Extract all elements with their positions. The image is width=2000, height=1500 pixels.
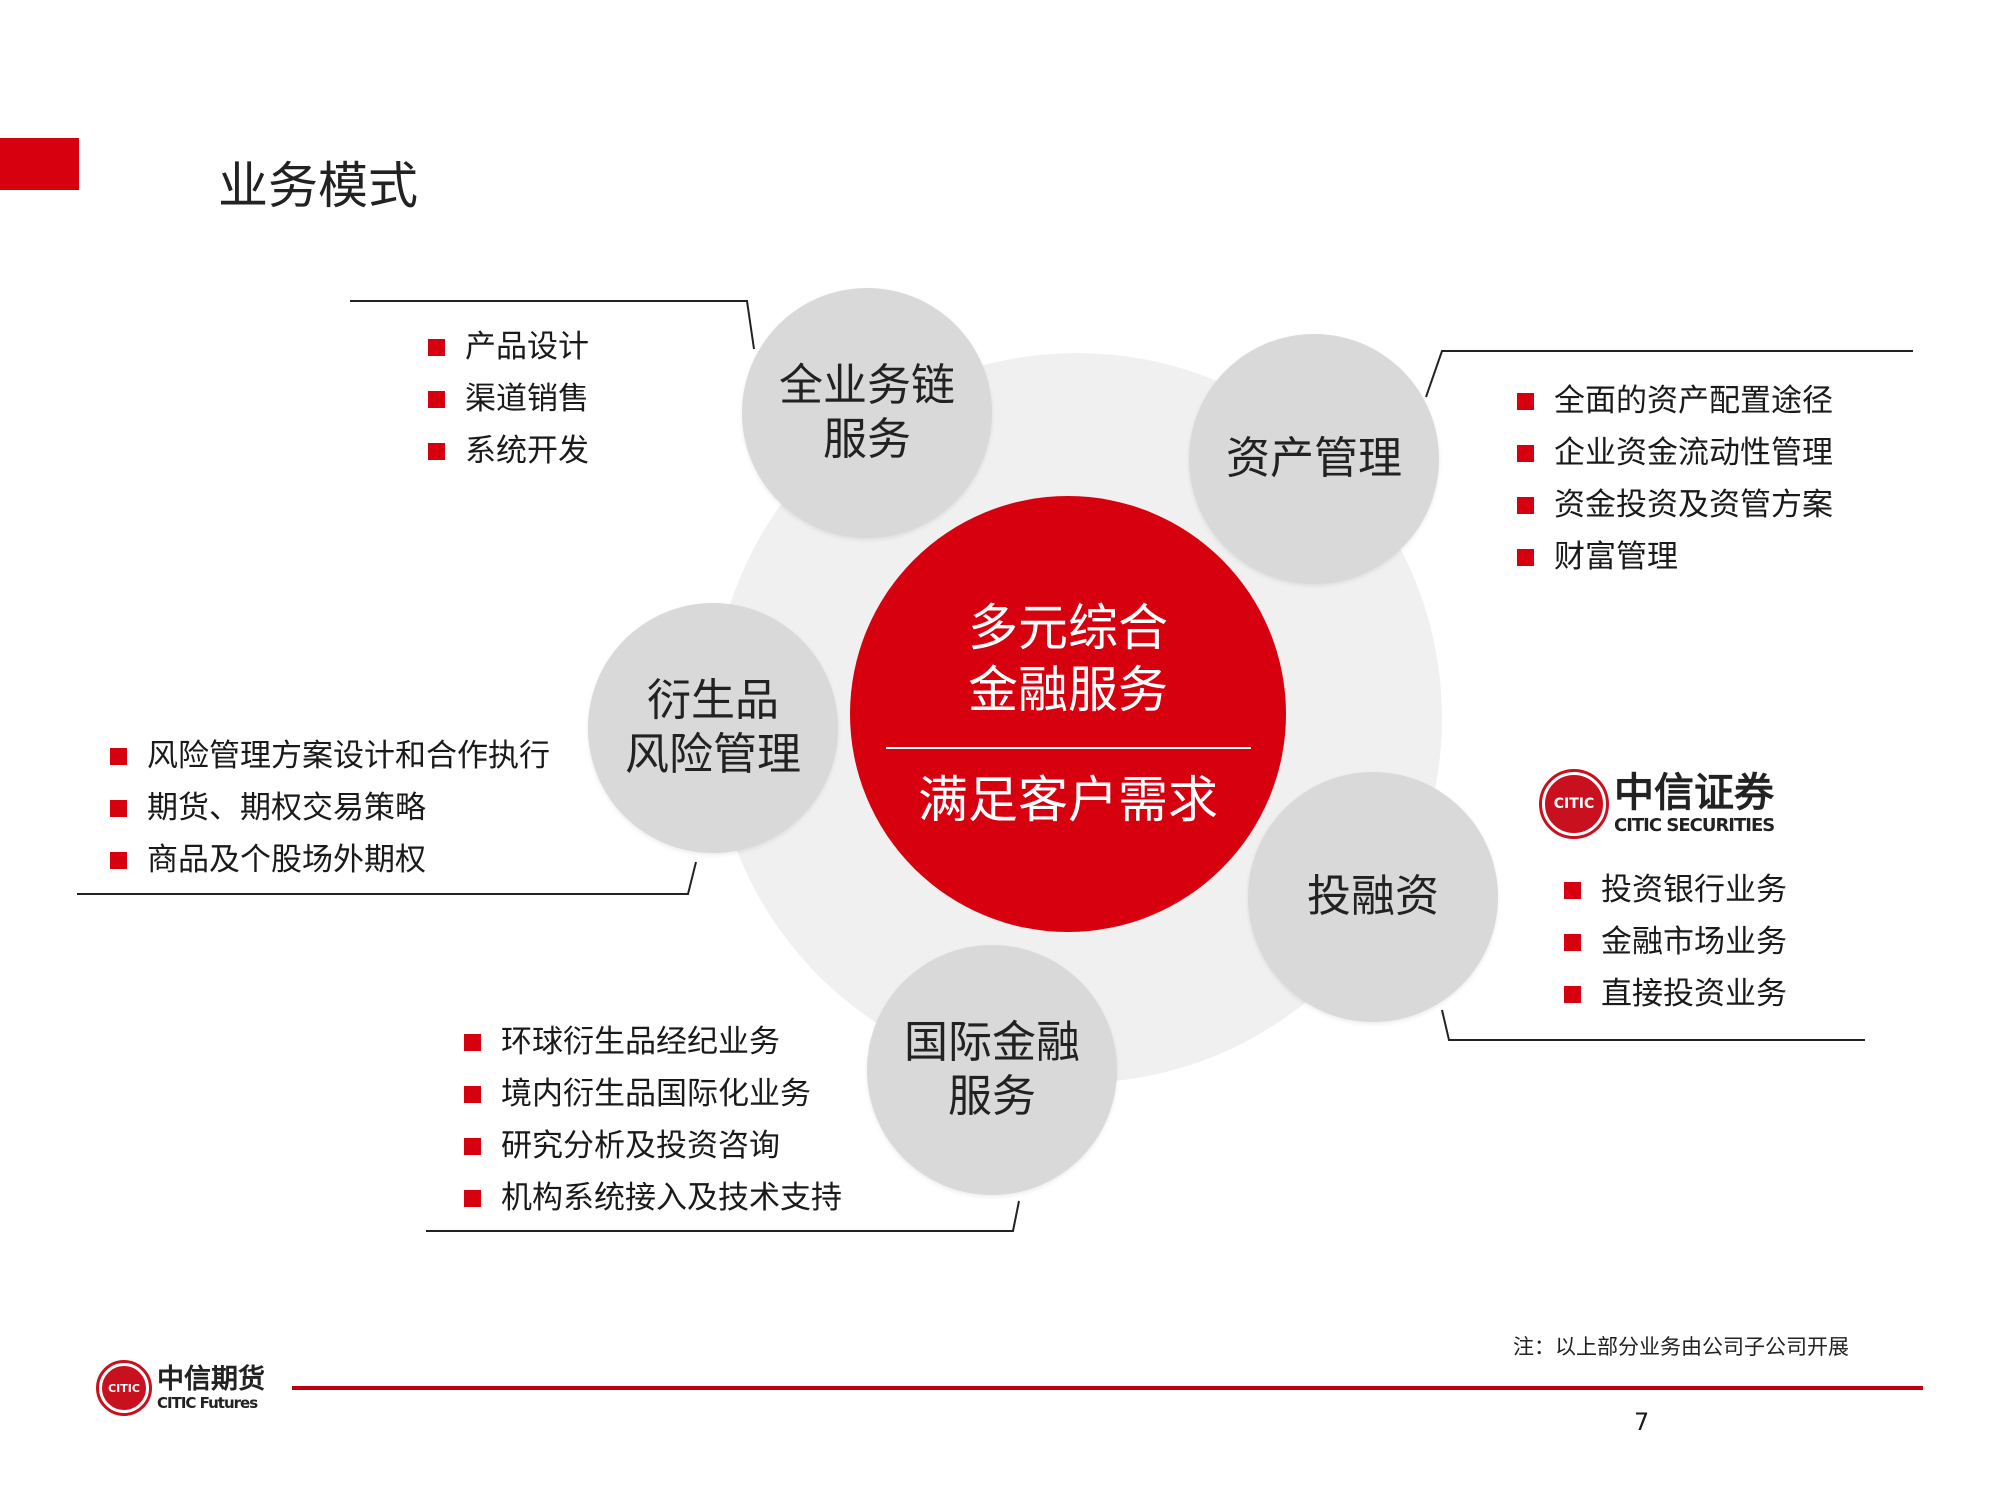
list-derivatives: 风险管理方案设计和合作执行 期货、期权交易策略 商品及个股场外期权	[110, 730, 550, 886]
node-label: 全业务链	[779, 360, 955, 411]
page-number: 7	[1634, 1408, 1650, 1436]
list-item: 直接投资业务	[1564, 968, 1787, 1020]
node-investment-financing: 投融资	[1248, 772, 1498, 1022]
item-text: 财富管理	[1554, 539, 1678, 575]
list-item: 风险管理方案设计和合作执行	[110, 730, 550, 782]
item-text: 境内衍生品国际化业务	[501, 1076, 811, 1112]
logo-en: CITIC SECURITIES	[1614, 815, 1775, 836]
footer-divider	[292, 1386, 1923, 1390]
list-investment-financing: 投资银行业务 金融市场业务 直接投资业务	[1564, 864, 1787, 1020]
list-item: 企业资金流动性管理	[1517, 427, 1833, 479]
list-item: 环球衍生品经纪业务	[464, 1016, 842, 1068]
item-text: 企业资金流动性管理	[1554, 435, 1833, 471]
item-text: 直接投资业务	[1601, 976, 1787, 1012]
item-text: 产品设计	[465, 329, 589, 365]
node-label: 风险管理	[625, 729, 801, 780]
bullet-icon	[110, 747, 127, 765]
bullet-icon	[1564, 881, 1581, 899]
item-text: 系统开发	[465, 433, 589, 469]
logo-en: CITIC Futures	[157, 1393, 258, 1412]
center-tagline: 满足客户需求	[918, 771, 1218, 829]
citic-logo-icon: CITIC	[1539, 769, 1609, 839]
bullet-icon	[1517, 496, 1534, 514]
list-item: 系统开发	[428, 425, 589, 477]
bullet-icon	[464, 1085, 481, 1103]
bullet-icon	[110, 851, 127, 869]
page-title: 业务模式	[218, 157, 418, 215]
item-text: 渠道销售	[465, 381, 589, 417]
bullet-icon	[1517, 444, 1534, 462]
center-label: 多元综合	[968, 599, 1168, 657]
bullet-icon	[1564, 985, 1581, 1003]
item-text: 金融市场业务	[1601, 924, 1787, 960]
node-derivatives-risk: 衍生品风险管理	[588, 603, 838, 853]
list-full-chain: 产品设计 渠道销售 系统开发	[428, 321, 589, 477]
list-item: 研究分析及投资咨询	[464, 1120, 842, 1172]
item-text: 风险管理方案设计和合作执行	[147, 738, 550, 774]
list-international: 环球衍生品经纪业务 境内衍生品国际化业务 研究分析及投资咨询 机构系统接入及技术…	[464, 1016, 842, 1224]
footnote: 注：以上部分业务由公司子公司开展	[1513, 1335, 1849, 1359]
node-full-chain-service: 全业务链服务	[742, 288, 992, 538]
list-item: 全面的资产配置途径	[1517, 375, 1833, 427]
logo-cn: 中信期货	[157, 1363, 265, 1395]
connector-line	[77, 861, 697, 895]
list-item: 资金投资及资管方案	[1517, 479, 1833, 531]
list-item: 产品设计	[428, 321, 589, 373]
bullet-icon	[1517, 392, 1534, 410]
title-accent-bar	[0, 138, 79, 190]
bullet-icon	[1564, 933, 1581, 951]
list-item: 机构系统接入及技术支持	[464, 1172, 842, 1224]
node-asset-management: 资产管理	[1189, 334, 1439, 584]
node-label: 衍生品	[647, 675, 779, 726]
item-text: 投资银行业务	[1601, 872, 1787, 908]
center-label: 金融服务	[968, 661, 1168, 719]
node-label: 资产管理	[1226, 433, 1402, 484]
logo-cn: 中信证券	[1614, 769, 1774, 816]
bullet-icon	[464, 1137, 481, 1155]
list-item: 商品及个股场外期权	[110, 834, 550, 886]
item-text: 研究分析及投资咨询	[501, 1128, 780, 1164]
center-divider	[885, 747, 1251, 749]
item-text: 商品及个股场外期权	[147, 842, 426, 878]
list-item: 财富管理	[1517, 531, 1833, 583]
list-item: 渠道销售	[428, 373, 589, 425]
bullet-icon	[428, 390, 445, 408]
item-text: 资金投资及资管方案	[1554, 487, 1833, 523]
node-international-finance: 国际金融服务	[867, 945, 1117, 1195]
bullet-icon	[464, 1189, 481, 1207]
bullet-icon	[428, 442, 445, 460]
list-item: 期货、期权交易策略	[110, 782, 550, 834]
list-item: 投资银行业务	[1564, 864, 1787, 916]
item-text: 机构系统接入及技术支持	[501, 1180, 842, 1216]
node-label: 投融资	[1307, 871, 1439, 922]
node-label: 国际金融	[904, 1017, 1080, 1068]
connector-line	[1425, 350, 1913, 398]
bullet-icon	[1517, 548, 1534, 566]
node-label: 服务	[948, 1071, 1036, 1122]
list-asset-management: 全面的资产配置途径 企业资金流动性管理 资金投资及资管方案 财富管理	[1517, 375, 1833, 583]
bullet-icon	[110, 799, 127, 817]
item-text: 全面的资产配置途径	[1554, 383, 1833, 419]
citic-logo-icon: CITIC	[96, 1360, 152, 1416]
center-circle: 多元综合 金融服务 满足客户需求	[850, 496, 1286, 932]
connector-line	[1441, 1009, 1865, 1041]
connector-line	[426, 1200, 1020, 1232]
node-label: 服务	[823, 414, 911, 465]
item-text: 期货、期权交易策略	[147, 790, 426, 826]
bullet-icon	[428, 338, 445, 356]
list-item: 境内衍生品国际化业务	[464, 1068, 842, 1120]
item-text: 环球衍生品经纪业务	[501, 1024, 780, 1060]
connector-line	[350, 300, 755, 350]
bullet-icon	[464, 1033, 481, 1051]
list-item: 金融市场业务	[1564, 916, 1787, 968]
